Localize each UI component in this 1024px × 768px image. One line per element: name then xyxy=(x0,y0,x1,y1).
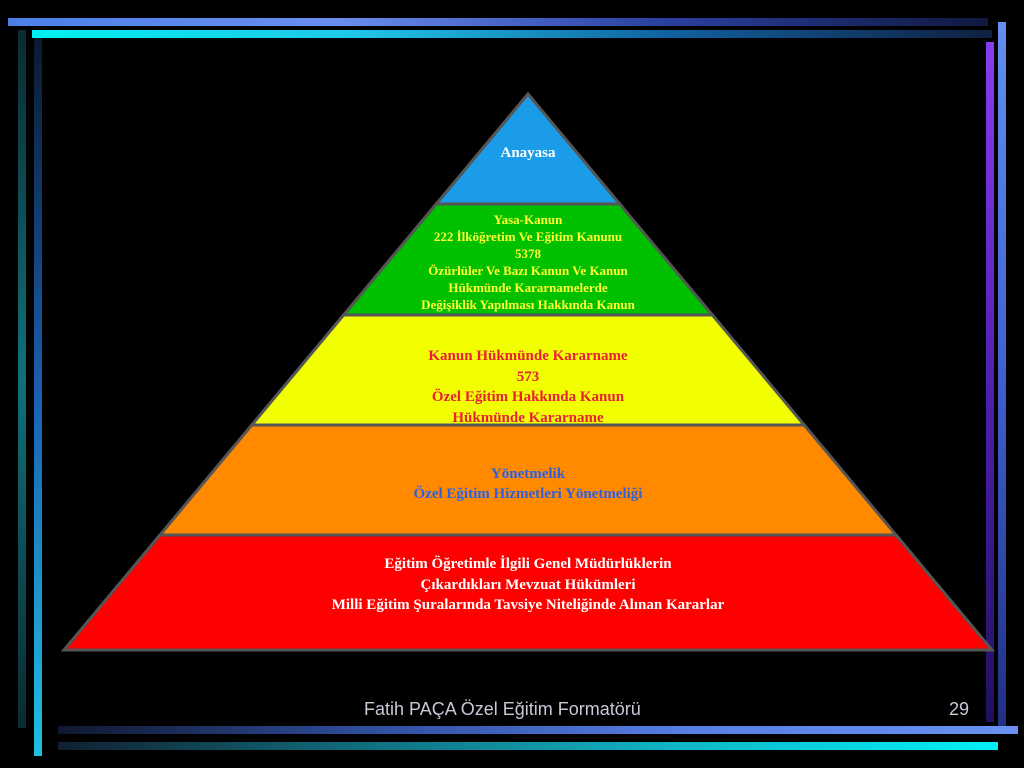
frame-bottom-bar-cyan xyxy=(58,742,998,750)
pyramid-label-line: Özel Eğitim Hizmetleri Yönetmeliği xyxy=(413,486,643,502)
pyramid-label-line: Değişiklik Yapılması Hakkında Kanun xyxy=(421,297,635,312)
pyramid-label-line: 573 xyxy=(516,368,540,385)
pyramid-label-line: Özürlüler Ve Bazı Kanun Ve Kanun xyxy=(428,263,628,278)
frame-top-bar-cyan xyxy=(32,30,992,38)
pyramid-label-line: Anayasa xyxy=(500,145,556,161)
pyramid-label-anayasa: Anayasa xyxy=(500,144,555,162)
page-number: 29 xyxy=(949,699,970,719)
frame-top-bar xyxy=(8,18,988,26)
pyramid-label-line: Hükmünde Kararnamelerde xyxy=(448,280,608,295)
pyramid-label-line: Çıkardıkları Mevzuat Hükümleri xyxy=(420,576,636,593)
pyramid-label-line: Eğitim Öğretimle İlgili Genel Müdürlükle… xyxy=(384,556,672,572)
footer-author: Fatih PAÇA Özel Eğitim Formatörü xyxy=(364,699,641,719)
pyramid-label-line: Yasa-Kanun xyxy=(493,212,563,227)
frame-right-bar xyxy=(998,22,1006,728)
pyramid-label-line: 5378 xyxy=(515,246,541,261)
frame-bottom-bar xyxy=(58,726,1018,734)
frame-left-bar xyxy=(34,38,42,756)
frame-right-bar-purple xyxy=(986,42,994,722)
pyramid-label-line: Hükmünde Kararname xyxy=(452,409,604,426)
pyramid-label-line: Milli Eğitim Şuralarında Tavsiye Niteliğ… xyxy=(331,597,725,613)
pyramid-level-mevzuat xyxy=(60,533,996,652)
pyramid-label-yasa-kanun: Yasa-Kanun 222 İlköğretim Ve Eğitim Kanun… xyxy=(421,211,635,313)
pyramid-label-line: 222 İlköğretim Ve Eğitim Kanunu xyxy=(433,229,623,244)
pyramid-label-line: Yönetmelik xyxy=(490,466,566,482)
pyramid-label-line: Özel Eğitim Hakkında Kanun xyxy=(431,389,625,405)
frame-left-bar-dark xyxy=(18,30,26,728)
pyramid-label-mevzuat: Eğitim Öğretimle İlgili Genel Müdürlükle… xyxy=(332,554,725,616)
pyramid-label-line: Kanun Hükmünde Kararname xyxy=(428,348,628,364)
